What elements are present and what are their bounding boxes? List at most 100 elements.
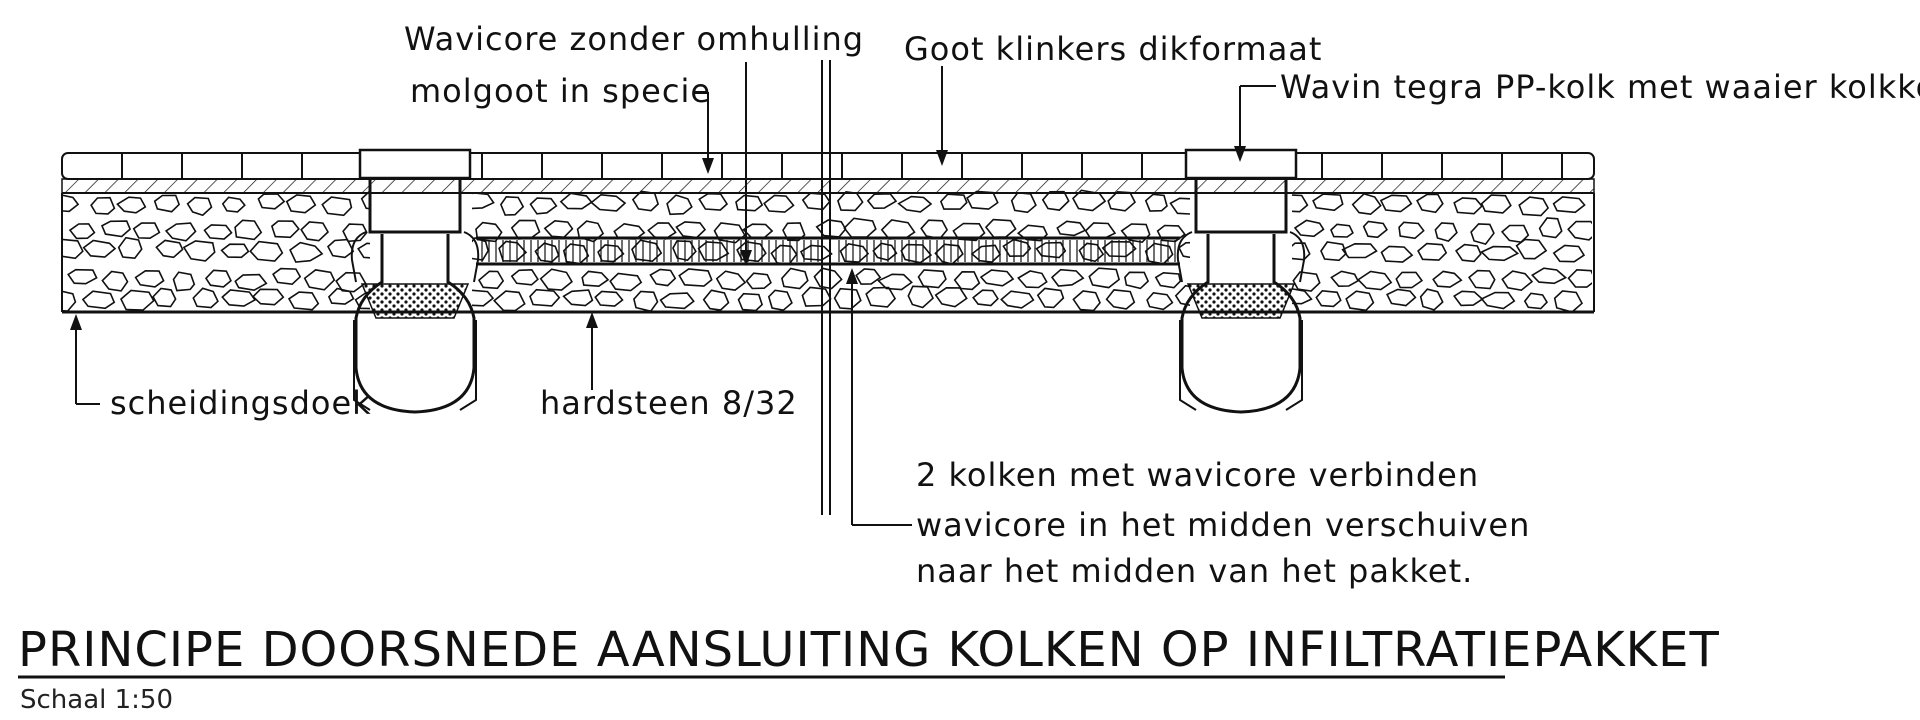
gravel-stone xyxy=(327,287,355,305)
gravel-stone xyxy=(472,289,495,307)
gravel-stone xyxy=(631,190,660,212)
gravel-stone xyxy=(678,268,713,287)
gravel-stone xyxy=(1050,268,1085,287)
gravel-stone xyxy=(1002,238,1032,258)
gravel-stone xyxy=(562,243,590,265)
gravel-stone xyxy=(1292,271,1321,292)
gravel-stone xyxy=(1078,242,1105,263)
gravel-stone xyxy=(493,290,526,312)
gravel-stone xyxy=(1552,244,1586,263)
gravel-stone xyxy=(702,289,730,311)
gravel-stone xyxy=(221,289,257,307)
gravel-stone xyxy=(1468,269,1496,290)
gravel-stone xyxy=(966,190,999,210)
gravel-stone xyxy=(1432,270,1463,288)
gravel-stone xyxy=(1553,290,1584,312)
gravel-stone xyxy=(855,268,882,285)
gravel-stone xyxy=(952,222,986,242)
gravel-stone xyxy=(134,269,165,288)
gravel-stone xyxy=(182,240,216,262)
gravel-stone xyxy=(843,217,877,238)
gravel-stone xyxy=(321,196,353,217)
gravel-stone xyxy=(1480,194,1512,214)
gravel-stone xyxy=(737,292,764,312)
gravel-stone xyxy=(1154,271,1182,289)
gravel-stone xyxy=(155,239,184,259)
gravel-stone xyxy=(781,267,809,290)
gravel-stone xyxy=(1379,194,1413,213)
gravel-stone xyxy=(543,219,574,239)
gravel-stone xyxy=(897,195,933,213)
leader-lines xyxy=(70,62,1276,526)
gravel-stone xyxy=(116,196,147,214)
drawing-scale: Schaal 1:50 xyxy=(20,685,173,715)
gravel-stone xyxy=(472,191,495,210)
gravel-stone xyxy=(272,267,302,286)
gravel-stone xyxy=(529,288,561,307)
gravel-stone xyxy=(234,219,263,241)
mortar-layer xyxy=(61,178,1595,194)
label-hardsteen: hardsteen 8/32 xyxy=(540,384,798,422)
gravel-stone xyxy=(917,269,947,289)
gravel-stone xyxy=(865,286,897,308)
gravel-stone xyxy=(880,219,916,240)
gravel-stone xyxy=(1146,291,1174,311)
gravel-stone xyxy=(1330,223,1354,238)
gravel-stone xyxy=(1124,271,1150,290)
gravel-stone xyxy=(1345,290,1375,312)
gravel-stone xyxy=(62,194,80,213)
gravel-stone xyxy=(907,285,934,309)
gravel-stone xyxy=(62,290,77,312)
gravel-stone xyxy=(597,244,625,263)
gravel-stone xyxy=(1035,241,1067,259)
gravel-stone xyxy=(1416,193,1444,214)
gravel-stone xyxy=(342,223,368,243)
gravel-stone xyxy=(736,240,767,263)
gravel-stone xyxy=(666,194,693,216)
gully-pot-right xyxy=(1176,148,1306,414)
gravel-stone xyxy=(1567,220,1592,241)
gravel-stone xyxy=(499,195,525,216)
note-line-3: naar het midden van het pakket. xyxy=(916,552,1473,590)
gravel-stone xyxy=(934,286,968,308)
gravel-stone xyxy=(1523,292,1549,310)
gravel-stone xyxy=(872,242,898,261)
gravel-stone xyxy=(529,197,558,215)
gravel-stone xyxy=(270,220,300,239)
gravel-stone xyxy=(559,192,593,210)
gravel-stone xyxy=(1480,291,1516,310)
gravel-stone xyxy=(192,287,219,309)
note-line-1: 2 kolken met wavicore verbinden xyxy=(916,456,1479,494)
gravel-stone xyxy=(1395,271,1424,289)
gravel-stone xyxy=(1072,189,1107,212)
gravel-stone xyxy=(287,291,320,311)
gravel-stone xyxy=(335,271,367,293)
gravel-stone xyxy=(221,196,246,213)
gravel-stone xyxy=(715,270,747,291)
gravel-stone xyxy=(220,243,250,259)
gravel-stone xyxy=(251,288,285,306)
gravel-stone xyxy=(164,222,197,242)
gravel-stone xyxy=(534,242,560,263)
gravel-stone xyxy=(1010,191,1037,214)
gravel-stone xyxy=(1356,270,1393,291)
gravel-stone xyxy=(770,244,798,266)
gravel-stone xyxy=(1341,242,1378,259)
gravel-stone xyxy=(90,196,116,215)
gravel-stone xyxy=(672,240,697,262)
gravel-stone xyxy=(920,219,949,240)
note-line-2: wavicore in het midden verschuiven xyxy=(916,506,1530,544)
gravel-stone xyxy=(1515,238,1548,260)
label-wavin-kolk: Wavin tegra PP-kolk met waaier kolkkop xyxy=(1280,68,1920,106)
gravel-stone xyxy=(300,221,330,242)
gravel-stone xyxy=(1072,290,1101,312)
gravel-stone xyxy=(101,270,129,292)
gravel-stone xyxy=(801,286,832,307)
gravel-stone xyxy=(839,243,870,263)
gravel-stone xyxy=(1016,224,1048,242)
gravel-stone xyxy=(1351,192,1382,216)
gravel-stone xyxy=(1315,289,1342,308)
gravel-stone xyxy=(285,194,317,214)
gravel-stone xyxy=(82,239,117,258)
gravel-layer xyxy=(61,189,1595,314)
